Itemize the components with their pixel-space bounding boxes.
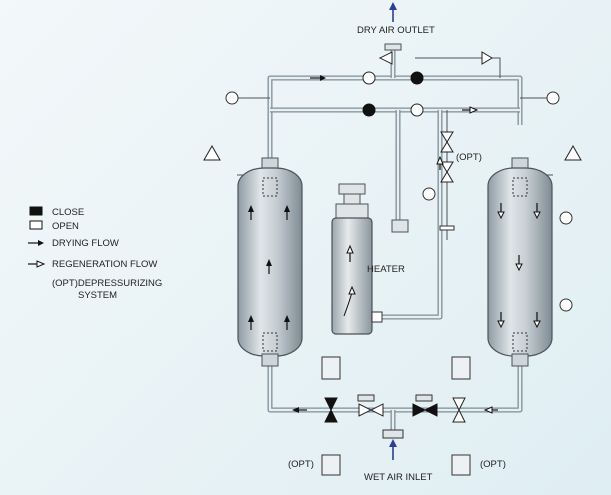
opt-bottom-left-label: (OPT): [288, 459, 314, 470]
top-valves: [362, 43, 424, 117]
legend-regeneration-flow-label: REGENERATION FLOW: [52, 259, 157, 270]
legend: CLOSE OPEN DRYING FLOW REGENERATION FLOW…: [28, 206, 162, 301]
heater-label: HEATER: [367, 264, 405, 275]
legend-open-label: OPEN: [52, 221, 79, 232]
legend-depressurizing-label-1: (OPT)DEPRESSURIZING: [52, 278, 162, 289]
pipe-flow-arrows: [292, 75, 498, 414]
piping: [236, 48, 553, 430]
dry-air-outlet-label: DRY AIR OUTLET: [357, 25, 435, 36]
wet-air-inlet-label: WET AIR INLET: [364, 472, 433, 483]
legend-open-swatch: [29, 220, 43, 230]
bottom-valves: [321, 356, 471, 476]
right-vessel-regeneration-arrows: [497, 203, 541, 329]
right-vessel: [487, 157, 553, 367]
legend-close-label: CLOSE: [52, 207, 84, 218]
opt-top-label: (OPT): [456, 152, 482, 163]
left-vessel-drying-arrows: [248, 205, 290, 330]
legend-drying-flow-label: DRYING FLOW: [52, 238, 119, 249]
legend-regeneration-arrow-icon: [28, 260, 46, 268]
pressure-gauges: [203, 91, 582, 312]
opt-bottom-right-label: (OPT): [480, 459, 506, 470]
heater: [331, 183, 409, 335]
opt-valve-group: [422, 51, 493, 231]
legend-depressurizing-label-2: SYSTEM: [78, 290, 117, 301]
legend-close-swatch: [29, 206, 43, 216]
legend-drying-arrow-icon: [28, 240, 44, 246]
outlet-arrow: [389, 2, 397, 22]
inlet-arrow: [389, 439, 397, 460]
